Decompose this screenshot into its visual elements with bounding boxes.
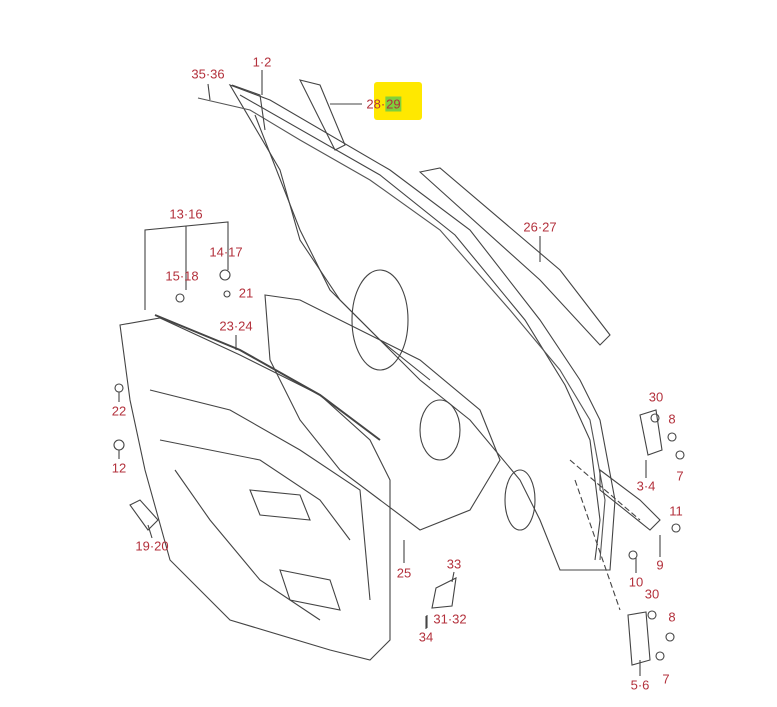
callout-26-27: 26·27 — [523, 219, 557, 235]
callout-21: 21 — [238, 285, 254, 301]
callout-19-20: 19·20 — [135, 538, 169, 554]
door-trim — [119, 317, 391, 661]
callout-separator: · — [380, 96, 386, 112]
door-inner-panel — [264, 294, 501, 531]
callout-13-16: 13·16 — [169, 206, 203, 222]
callout-28: 28 — [366, 96, 381, 112]
callout-15-18: 15·18 — [165, 268, 199, 284]
callout-5-6: 5·6 — [630, 677, 650, 693]
door-frame — [228, 83, 616, 571]
belt-molding — [298, 79, 346, 151]
part-19-20 — [129, 499, 159, 531]
callout-35-36: 35·36 — [191, 66, 225, 82]
upper-hinge — [639, 409, 663, 456]
callout-33: 33 — [446, 556, 462, 572]
callout-25: 25 — [396, 565, 412, 581]
callout-9: 9 — [656, 557, 664, 573]
callout-31-32: 31·32 — [433, 611, 467, 627]
outer-molding — [418, 167, 611, 346]
callout-30-upper: 30 — [648, 389, 664, 405]
callout-3-4: 3·4 — [636, 478, 656, 494]
callout-28-29: 28·29 — [366, 96, 402, 112]
callout-7-lower: 7 — [662, 671, 670, 687]
inside-handle — [431, 577, 457, 609]
callout-11: 11 — [669, 503, 683, 519]
callout-8-upper: 8 — [668, 411, 676, 427]
callout-14-17: 14·17 — [209, 244, 243, 260]
callout-7-upper: 7 — [676, 468, 684, 484]
callout-10: 10 — [628, 574, 644, 590]
callout-22: 22 — [111, 403, 127, 419]
callout-29-highlighted: 29 — [385, 96, 402, 112]
callout-12: 12 — [111, 460, 127, 476]
callout-30-lower: 30 — [644, 586, 660, 602]
callout-1-2: 1·2 — [252, 54, 272, 70]
lower-hinge — [627, 611, 651, 666]
callout-34: 34 — [418, 629, 434, 645]
callout-8-lower: 8 — [668, 609, 676, 625]
door-checker — [599, 468, 661, 531]
weatherstrip — [197, 97, 606, 561]
callout-23-24: 23·24 — [219, 318, 253, 334]
